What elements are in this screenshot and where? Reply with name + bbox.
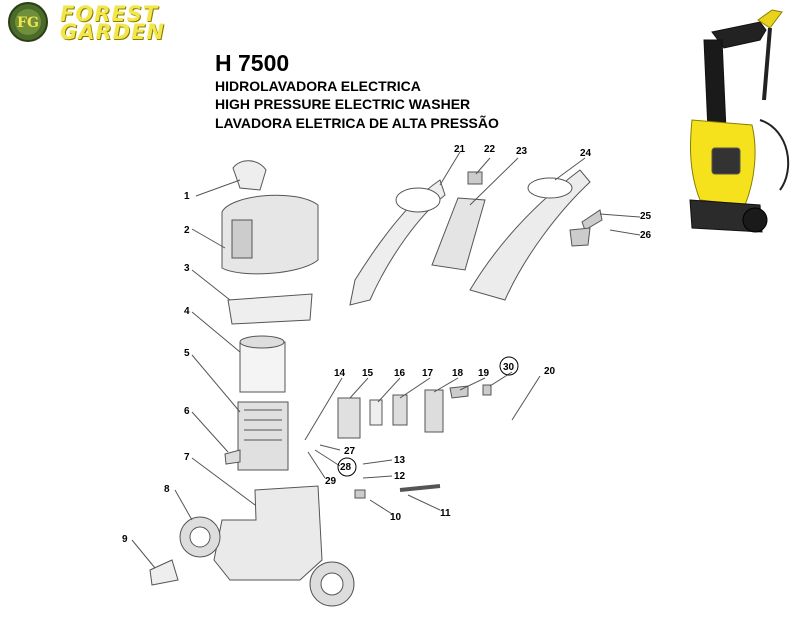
- brand-line-2: GARDEN: [60, 20, 166, 44]
- part-11-drawing: [399, 484, 441, 492]
- part-28-circle: [337, 457, 357, 477]
- part-number-17: 17: [422, 368, 434, 379]
- subtitle-spanish: HIDROLAVADORA ELECTRICA: [215, 78, 421, 94]
- part-10-drawing: [354, 489, 366, 499]
- part-number-25: 25: [640, 211, 652, 222]
- part-number-22: 22: [484, 144, 496, 155]
- part-number-5: 5: [184, 348, 190, 359]
- part-number-8: 8: [164, 484, 170, 495]
- part-9-drawing: [149, 559, 179, 586]
- part-1-drawing: [232, 160, 267, 191]
- part-30-circle: [499, 356, 519, 376]
- part-number-1: 1: [184, 191, 190, 202]
- forest-garden-logo: FG FOREST GARDEN: [2, 2, 207, 44]
- part-number-13: 13: [394, 455, 406, 466]
- part-4-drawing: [239, 341, 286, 393]
- part-number-12: 12: [394, 471, 406, 482]
- product-illustration: [689, 9, 790, 233]
- part-26-drawing: [569, 227, 591, 247]
- part-15-drawing: [337, 397, 361, 439]
- part-3-drawing: [227, 293, 313, 325]
- part-5-drawing: [237, 401, 289, 471]
- logo-badge-icon: FG: [8, 2, 48, 42]
- part-number-30: 30: [503, 362, 515, 373]
- part-number-18: 18: [452, 368, 464, 379]
- part-number-11: 11: [440, 508, 451, 519]
- logo-badge-text: FG: [17, 15, 39, 31]
- part-number-20: 20: [544, 366, 556, 377]
- subtitle-english: HIGH PRESSURE ELECTRIC WASHER: [215, 96, 471, 112]
- part-6-drawing: [224, 449, 241, 465]
- part-number-4: 4: [184, 306, 190, 317]
- subtitle-portuguese: LAVADORA ELETRICA DE ALTA PRESSÃO: [215, 115, 499, 131]
- part-number-16: 16: [394, 368, 406, 379]
- part-number-21: 21: [454, 144, 466, 155]
- part-number-9: 9: [122, 534, 128, 545]
- part-number-24: 24: [580, 148, 592, 159]
- part-number-26: 26: [640, 230, 652, 241]
- part-30-drawing: [482, 384, 492, 396]
- part-number-2: 2: [184, 225, 190, 236]
- part-number-labels: 1 2 3 4 5 6 7 8 9 10 11 12 13 14 15 16 1…: [122, 144, 652, 545]
- part-17-drawing: [392, 394, 408, 426]
- part-number-10: 10: [390, 512, 402, 523]
- part-number-7: 7: [184, 452, 190, 463]
- part-number-15: 15: [362, 368, 374, 379]
- part-number-14: 14: [334, 368, 346, 379]
- part-number-29: 29: [325, 476, 337, 487]
- part-18-drawing: [424, 389, 444, 433]
- part-number-19: 19: [478, 368, 490, 379]
- part-number-27: 27: [344, 446, 356, 457]
- part-24-drawing: [469, 169, 591, 301]
- part-23-drawing: [431, 197, 486, 271]
- part-number-28: 28: [340, 462, 352, 473]
- part-22-drawing: [467, 171, 483, 185]
- model-title: H 7500: [215, 50, 290, 76]
- part-16-drawing: [369, 399, 383, 426]
- brand-line-1: FOREST: [60, 2, 159, 26]
- part-number-23: 23: [516, 146, 528, 157]
- part-number-6: 6: [184, 406, 190, 417]
- part-25-drawing: [581, 209, 603, 231]
- part-number-3: 3: [184, 263, 190, 274]
- part-19-drawing: [449, 385, 469, 399]
- part-7-drawing: [213, 485, 323, 581]
